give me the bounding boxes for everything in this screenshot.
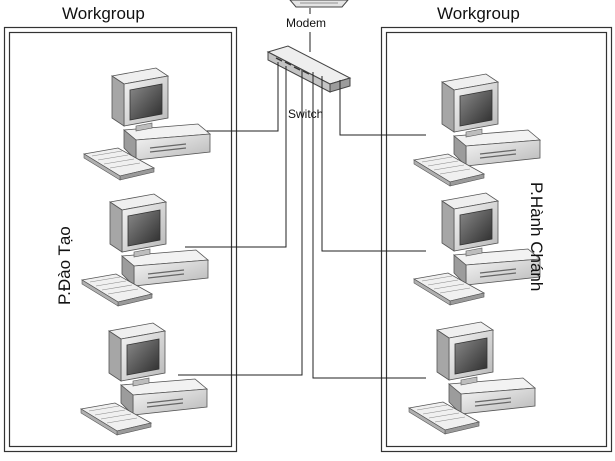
switch-label: Switch [288,107,323,121]
left-workgroup-box [3,26,238,453]
network-cables [178,62,426,379]
modem-label: Modem [286,16,326,30]
switch-icon [266,45,352,93]
cable-left-pc-1 [193,62,279,132]
left-pc-1-desktop-computer-icon [83,67,211,181]
left-department-label: P.Đào Tạo [55,226,74,305]
cable-left-pc-2 [185,66,287,248]
right-pc-3-desktop-computer-icon [408,321,536,435]
left-pc-2-desktop-computer-icon [81,193,209,307]
right-department-label: P.Hành Chánh [527,182,546,291]
right-workgroup-box [380,26,613,453]
cable-right-pc-3 [312,72,426,379]
right-pc-1-desktop-computer-icon [413,73,541,187]
cable-right-pc-1 [339,80,426,136]
left-pc-3-desktop-computer-icon [80,322,208,436]
cable-right-pc-2 [321,76,426,252]
left-workgroup-header: Workgroup [62,4,145,23]
right-workgroup-header: Workgroup [437,4,520,23]
cable-left-pc-3 [178,70,303,376]
right-pc-2-desktop-computer-icon [413,192,541,306]
modem-icon [289,0,349,8]
